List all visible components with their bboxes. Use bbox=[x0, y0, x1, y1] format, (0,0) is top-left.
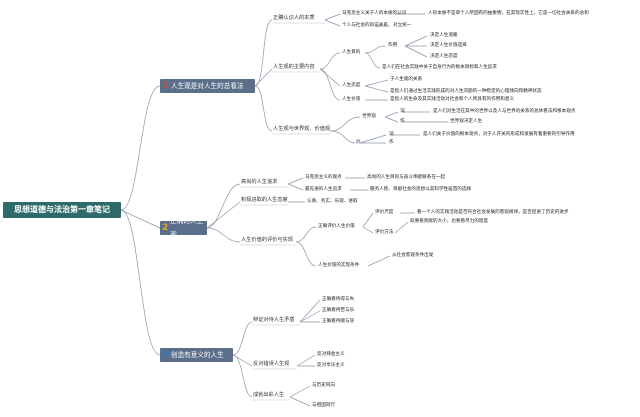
node-b2-c3[interactable]: 人生价值的评价与实现 bbox=[241, 237, 293, 243]
node-b2-c3b1[interactable]: 从社会客观条件出发 bbox=[392, 253, 434, 258]
node-b3-c3b[interactable]: 与祖国同行 bbox=[312, 403, 335, 408]
branch-1-number: 1 bbox=[162, 81, 169, 91]
node-b3-c3a[interactable]: 与历史同向 bbox=[312, 383, 335, 388]
node-b1-c2[interactable]: 人生观的主要内容 bbox=[273, 64, 315, 70]
node-b2-c2a[interactable]: 认真、务实、乐观、进取 bbox=[307, 199, 358, 204]
branch-3-number: 3 bbox=[162, 350, 169, 360]
node-b1-c3b[interactable]: 价 bbox=[356, 140, 361, 145]
node-b1-c2b2[interactable]: 是指人们通过生活实践形成的对人生问题的一种稳定的心理倾向和精神状态 bbox=[390, 89, 542, 94]
branch-3[interactable]: 3 创造有意义的人生 bbox=[160, 348, 233, 362]
node-b1-c2c[interactable]: 人生价值 bbox=[342, 97, 361, 102]
node-b1-c2a2[interactable]: 决定人生价值选择 bbox=[430, 43, 467, 48]
node-b2-c1b1[interactable]: 服务人民、贡献社会的思想以其科学性居首的选择 bbox=[370, 187, 472, 192]
node-b3-c1[interactable]: 辩证对待人生矛盾 bbox=[253, 317, 295, 323]
node-b2-c3a1[interactable]: 看一个人的实践活动是否符合社会发展的客观规律，是否促进了历史的进步 bbox=[417, 210, 569, 215]
node-b1-c3a2[interactable]: 世界观决定人生 bbox=[450, 119, 483, 124]
node-b3-c1b[interactable]: 正确看待苦与乐 bbox=[322, 308, 355, 313]
node-b2-c3a-method[interactable]: 评价方法 bbox=[375, 230, 394, 235]
node-b3-c2[interactable]: 反对错误人生观 bbox=[253, 361, 290, 367]
node-b2-c3a2[interactable]: 既要看贡献的大小，也要看尽力的程度 bbox=[410, 219, 489, 224]
node-b3-c2a[interactable]: 反对拜金主义 bbox=[317, 352, 345, 357]
node-b2-c2[interactable]: 积极进取的人生态度 bbox=[241, 197, 288, 203]
branch-2-number: 2 bbox=[161, 223, 169, 233]
node-b1-c2a4[interactable]: 是人们在社会实践中关于自身行为的根本目标和人生追求 bbox=[382, 65, 497, 70]
root-topic[interactable]: 思想道德与法治第一章笔记 bbox=[3, 202, 121, 218]
node-b2-c1a[interactable]: 马克思主义的观点 bbox=[305, 175, 342, 180]
node-b2-c3a[interactable]: 正确评价人生价值 bbox=[318, 224, 355, 229]
node-b2-c3b[interactable]: 人生价值的实现条件 bbox=[318, 263, 360, 268]
node-b1-c3a-ci[interactable]: 词 bbox=[400, 109, 405, 114]
node-b1-c3[interactable]: 人生观与世界观、价值观 bbox=[273, 126, 331, 132]
connector-root-b1 bbox=[120, 85, 161, 211]
connector-root-b3 bbox=[120, 209, 161, 356]
branch-3-label: 创造有意义的人生 bbox=[171, 351, 224, 359]
node-b2-c3a-standard[interactable]: 评价尺度 bbox=[375, 210, 394, 215]
branch-2[interactable]: 2 正确的人生观 bbox=[160, 217, 207, 239]
node-b1-c2a-zuoyong[interactable]: 作用 bbox=[388, 43, 398, 48]
node-b1-c2a[interactable]: 人生目的 bbox=[342, 50, 361, 55]
branch-2-label: 正确的人生观 bbox=[170, 217, 204, 239]
node-b1-c3a1[interactable]: 是人们对生活在其中的世界以及人与世界的关系的总体看法和根本观点 bbox=[433, 109, 576, 114]
node-b1-c2a3[interactable]: 决定人生态度 bbox=[430, 54, 458, 59]
node-b3-c1a[interactable]: 正确看待得与失 bbox=[322, 297, 355, 302]
branch-1-label: 人生观是对人生的总看法 bbox=[171, 82, 244, 90]
branch-1[interactable]: 1 人生观是对人生的总看法 bbox=[160, 79, 255, 93]
node-b3-c2b[interactable]: 反对享乐主义 bbox=[317, 363, 345, 368]
node-b1-c1a[interactable]: 马克思主义关于人的本质的认识 bbox=[342, 11, 407, 16]
node-b1-c3b1[interactable]: 是人们关于价值的根本观点，对于人开关的形成和发展有着重要的引导作用 bbox=[423, 132, 575, 137]
node-b1-c2b1[interactable]: 于人生观的关系 bbox=[390, 77, 423, 82]
node-b1-c1a1[interactable]: 人的本质不是单个人所固有的抽象物，在其现实性上，它是一切社会关系的总和 bbox=[428, 11, 589, 16]
node-b1-c1b1[interactable]: 对立统一 bbox=[393, 23, 412, 28]
node-b1-c3a[interactable]: 世界观 bbox=[362, 114, 376, 119]
node-b1-c2b[interactable]: 人生态度 bbox=[342, 83, 361, 88]
node-b1-c2c1[interactable]: 是指人的生命及其实践活动对社会和个人所具有的作用和意义 bbox=[390, 97, 515, 102]
node-b1-c3b-zuo[interactable]: 作 bbox=[389, 140, 394, 145]
node-b3-c1c[interactable]: 正确看待顺与逆 bbox=[322, 319, 355, 324]
node-b2-c1[interactable]: 高尚的人生追求 bbox=[241, 179, 278, 185]
node-b1-c1[interactable]: 正确认识人的本质 bbox=[273, 15, 315, 21]
node-b2-c1b[interactable]: 最先进的人生追求 bbox=[305, 187, 342, 192]
node-b3-c3[interactable]: 成就出彩人生 bbox=[253, 392, 285, 398]
node-b1-c3b-ci[interactable]: 词 bbox=[389, 132, 394, 137]
node-b1-c3a-zuo[interactable]: 作 bbox=[400, 119, 405, 124]
connector-root-b2 bbox=[120, 209, 161, 229]
node-b1-c1b[interactable]: 个人与社会的辩证关系 bbox=[342, 23, 388, 28]
node-b1-c2a1[interactable]: 决定人生道路 bbox=[430, 33, 458, 38]
node-b2-c1a1[interactable]: 高尚的人生目的与奋斗奉献联系在一起 bbox=[367, 175, 446, 180]
